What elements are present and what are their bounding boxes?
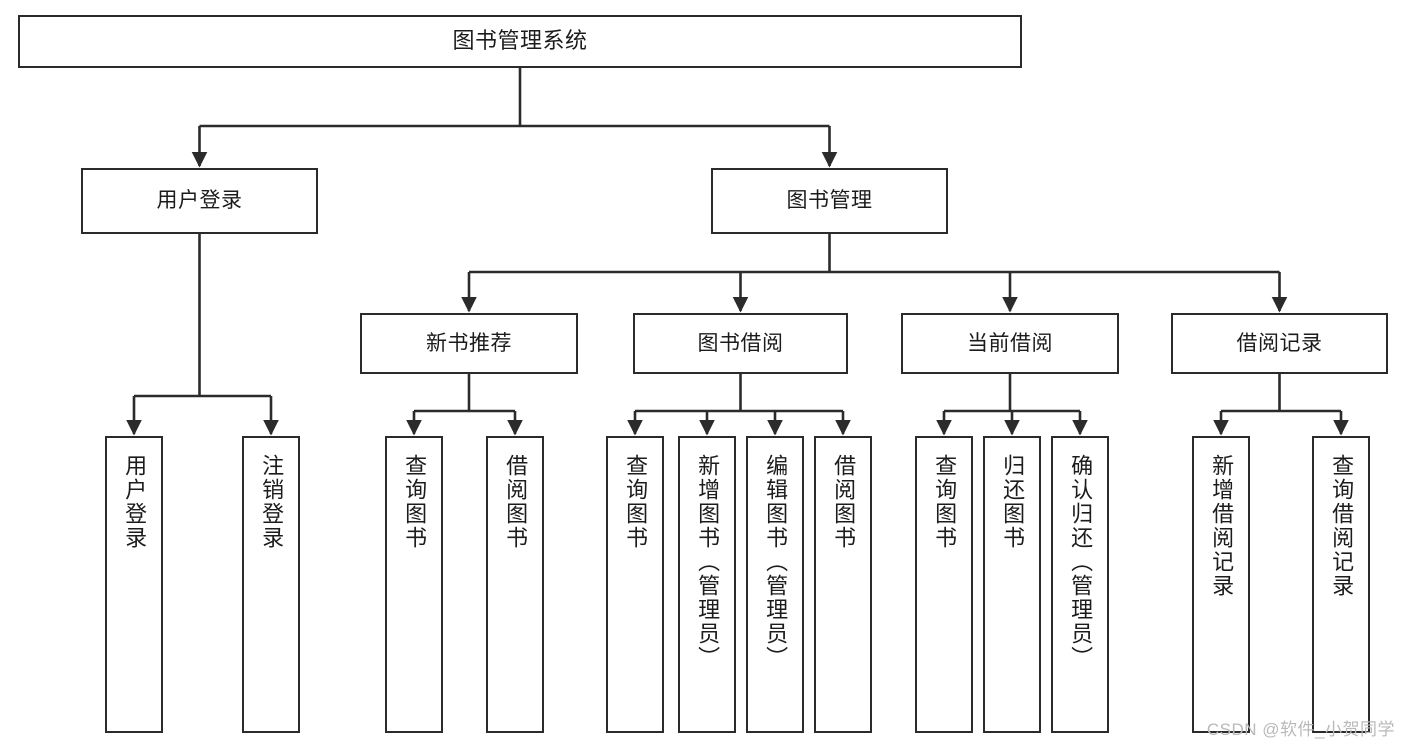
node-label: 图书借阅 <box>697 331 784 355</box>
node-l3-图书借阅[interactable]: 图书借阅 <box>633 313 848 374</box>
node-leaf-查询图书[interactable]: 查询图书 <box>385 436 443 733</box>
node-l3-当前借阅[interactable]: 当前借阅 <box>901 313 1119 374</box>
node-leaf-注销登录[interactable]: 注销登录 <box>242 436 300 733</box>
node-label: 新增图书（管理员） <box>695 454 721 670</box>
node-label: 注销登录 <box>259 454 285 550</box>
node-leaf-查询借阅记录[interactable]: 查询借阅记录 <box>1312 436 1370 733</box>
node-label: 借阅图书 <box>503 454 529 550</box>
node-label: 借阅图书 <box>831 454 857 550</box>
node-l2-图书管理[interactable]: 图书管理 <box>711 168 948 234</box>
node-label: 用户登录 <box>156 189 243 213</box>
node-label: 确认归还（管理员） <box>1068 454 1094 670</box>
node-label: 查询图书 <box>402 454 428 550</box>
node-leaf-查询图书[interactable]: 查询图书 <box>606 436 664 733</box>
node-leaf-借阅图书[interactable]: 借阅图书 <box>814 436 872 733</box>
node-leaf-查询图书[interactable]: 查询图书 <box>915 436 973 733</box>
node-l3-新书推荐[interactable]: 新书推荐 <box>360 313 578 374</box>
node-leaf-编辑图书管理员[interactable]: 编辑图书（管理员） <box>746 436 804 733</box>
node-l2-用户登录[interactable]: 用户登录 <box>81 168 318 234</box>
node-root-label: 图书管理系统 <box>452 28 588 54</box>
node-leaf-归还图书[interactable]: 归还图书 <box>983 436 1041 733</box>
watermark-text: CSDN @软件_小贺同学 <box>1206 720 1395 739</box>
node-label: 新书推荐 <box>426 331 512 355</box>
node-leaf-新增图书管理员[interactable]: 新增图书（管理员） <box>678 436 736 733</box>
node-l3-借阅记录[interactable]: 借阅记录 <box>1171 313 1388 374</box>
node-label: 新增借阅记录 <box>1209 454 1235 598</box>
node-leaf-新增借阅记录[interactable]: 新增借阅记录 <box>1192 436 1250 733</box>
node-root[interactable]: 图书管理系统 <box>18 15 1022 68</box>
node-label: 当前借阅 <box>967 331 1053 355</box>
node-label: 查询图书 <box>932 454 958 550</box>
node-label: 归还图书 <box>1000 454 1026 550</box>
node-label: 借阅记录 <box>1236 331 1323 355</box>
node-label: 用户登录 <box>122 454 148 550</box>
node-label: 查询图书 <box>623 454 649 550</box>
node-label: 编辑图书（管理员） <box>763 454 789 670</box>
node-label: 查询借阅记录 <box>1329 454 1355 598</box>
node-leaf-借阅图书[interactable]: 借阅图书 <box>486 436 544 733</box>
node-leaf-确认归还管理员[interactable]: 确认归还（管理员） <box>1051 436 1109 733</box>
node-leaf-用户登录[interactable]: 用户登录 <box>105 436 163 733</box>
node-label: 图书管理 <box>786 189 873 213</box>
